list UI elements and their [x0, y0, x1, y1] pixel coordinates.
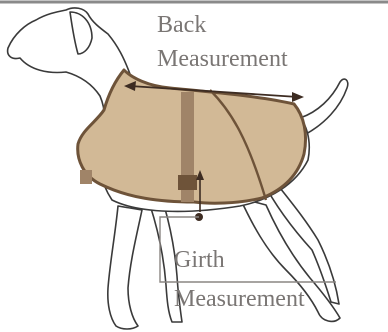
girth-strap-buckle [178, 175, 197, 190]
dog-front-leg-near [108, 206, 142, 329]
back-measurement-label-line2: Measurement [157, 46, 288, 72]
back-measurement-label-line1: Back [157, 12, 206, 38]
dog-tail [300, 79, 348, 134]
girth-measurement-label-line2: Measurement [174, 286, 305, 312]
coat-chest-patch [80, 170, 92, 184]
girth-measurement-label-line1: Girth [174, 247, 225, 273]
